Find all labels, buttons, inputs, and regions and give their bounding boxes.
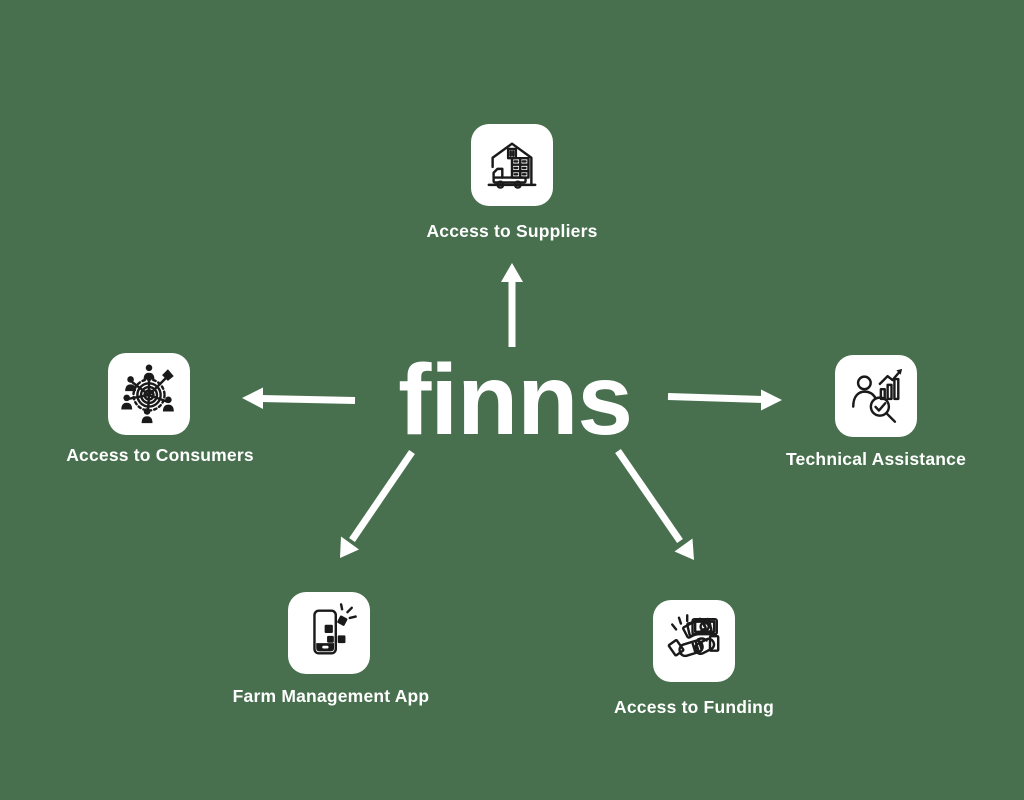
brand-wordmark: finns [398,344,633,456]
warehouse-truck-icon [487,142,537,189]
analyst-chart-magnifier-icon [852,368,903,423]
person-figures [121,364,174,424]
arrow-to-funding [615,449,694,560]
label-suppliers: Access to Suppliers [426,221,598,241]
node-card-suppliers [471,124,553,206]
node-card-funding: $ [653,600,735,682]
label-technical: Technical Assistance [785,449,967,469]
node-card-farm-app [288,592,370,674]
label-funding: Access to Funding [614,697,774,717]
arrow-to-suppliers [501,263,523,347]
handshake-money-icon: $ [667,614,720,658]
dollar-sign-glyph: $ [702,623,707,631]
target-audience-icon [121,364,174,424]
smartphone-apps-icon [313,603,357,655]
arrow-to-consumers [242,387,356,409]
arrow-to-farm-app [340,450,415,558]
node-card-consumers [108,353,190,435]
label-farm-app: Farm Management App [232,686,430,706]
arrow-to-technical [667,389,782,411]
node-card-technical [835,355,917,437]
label-consumers: Access to Consumers [66,445,254,465]
